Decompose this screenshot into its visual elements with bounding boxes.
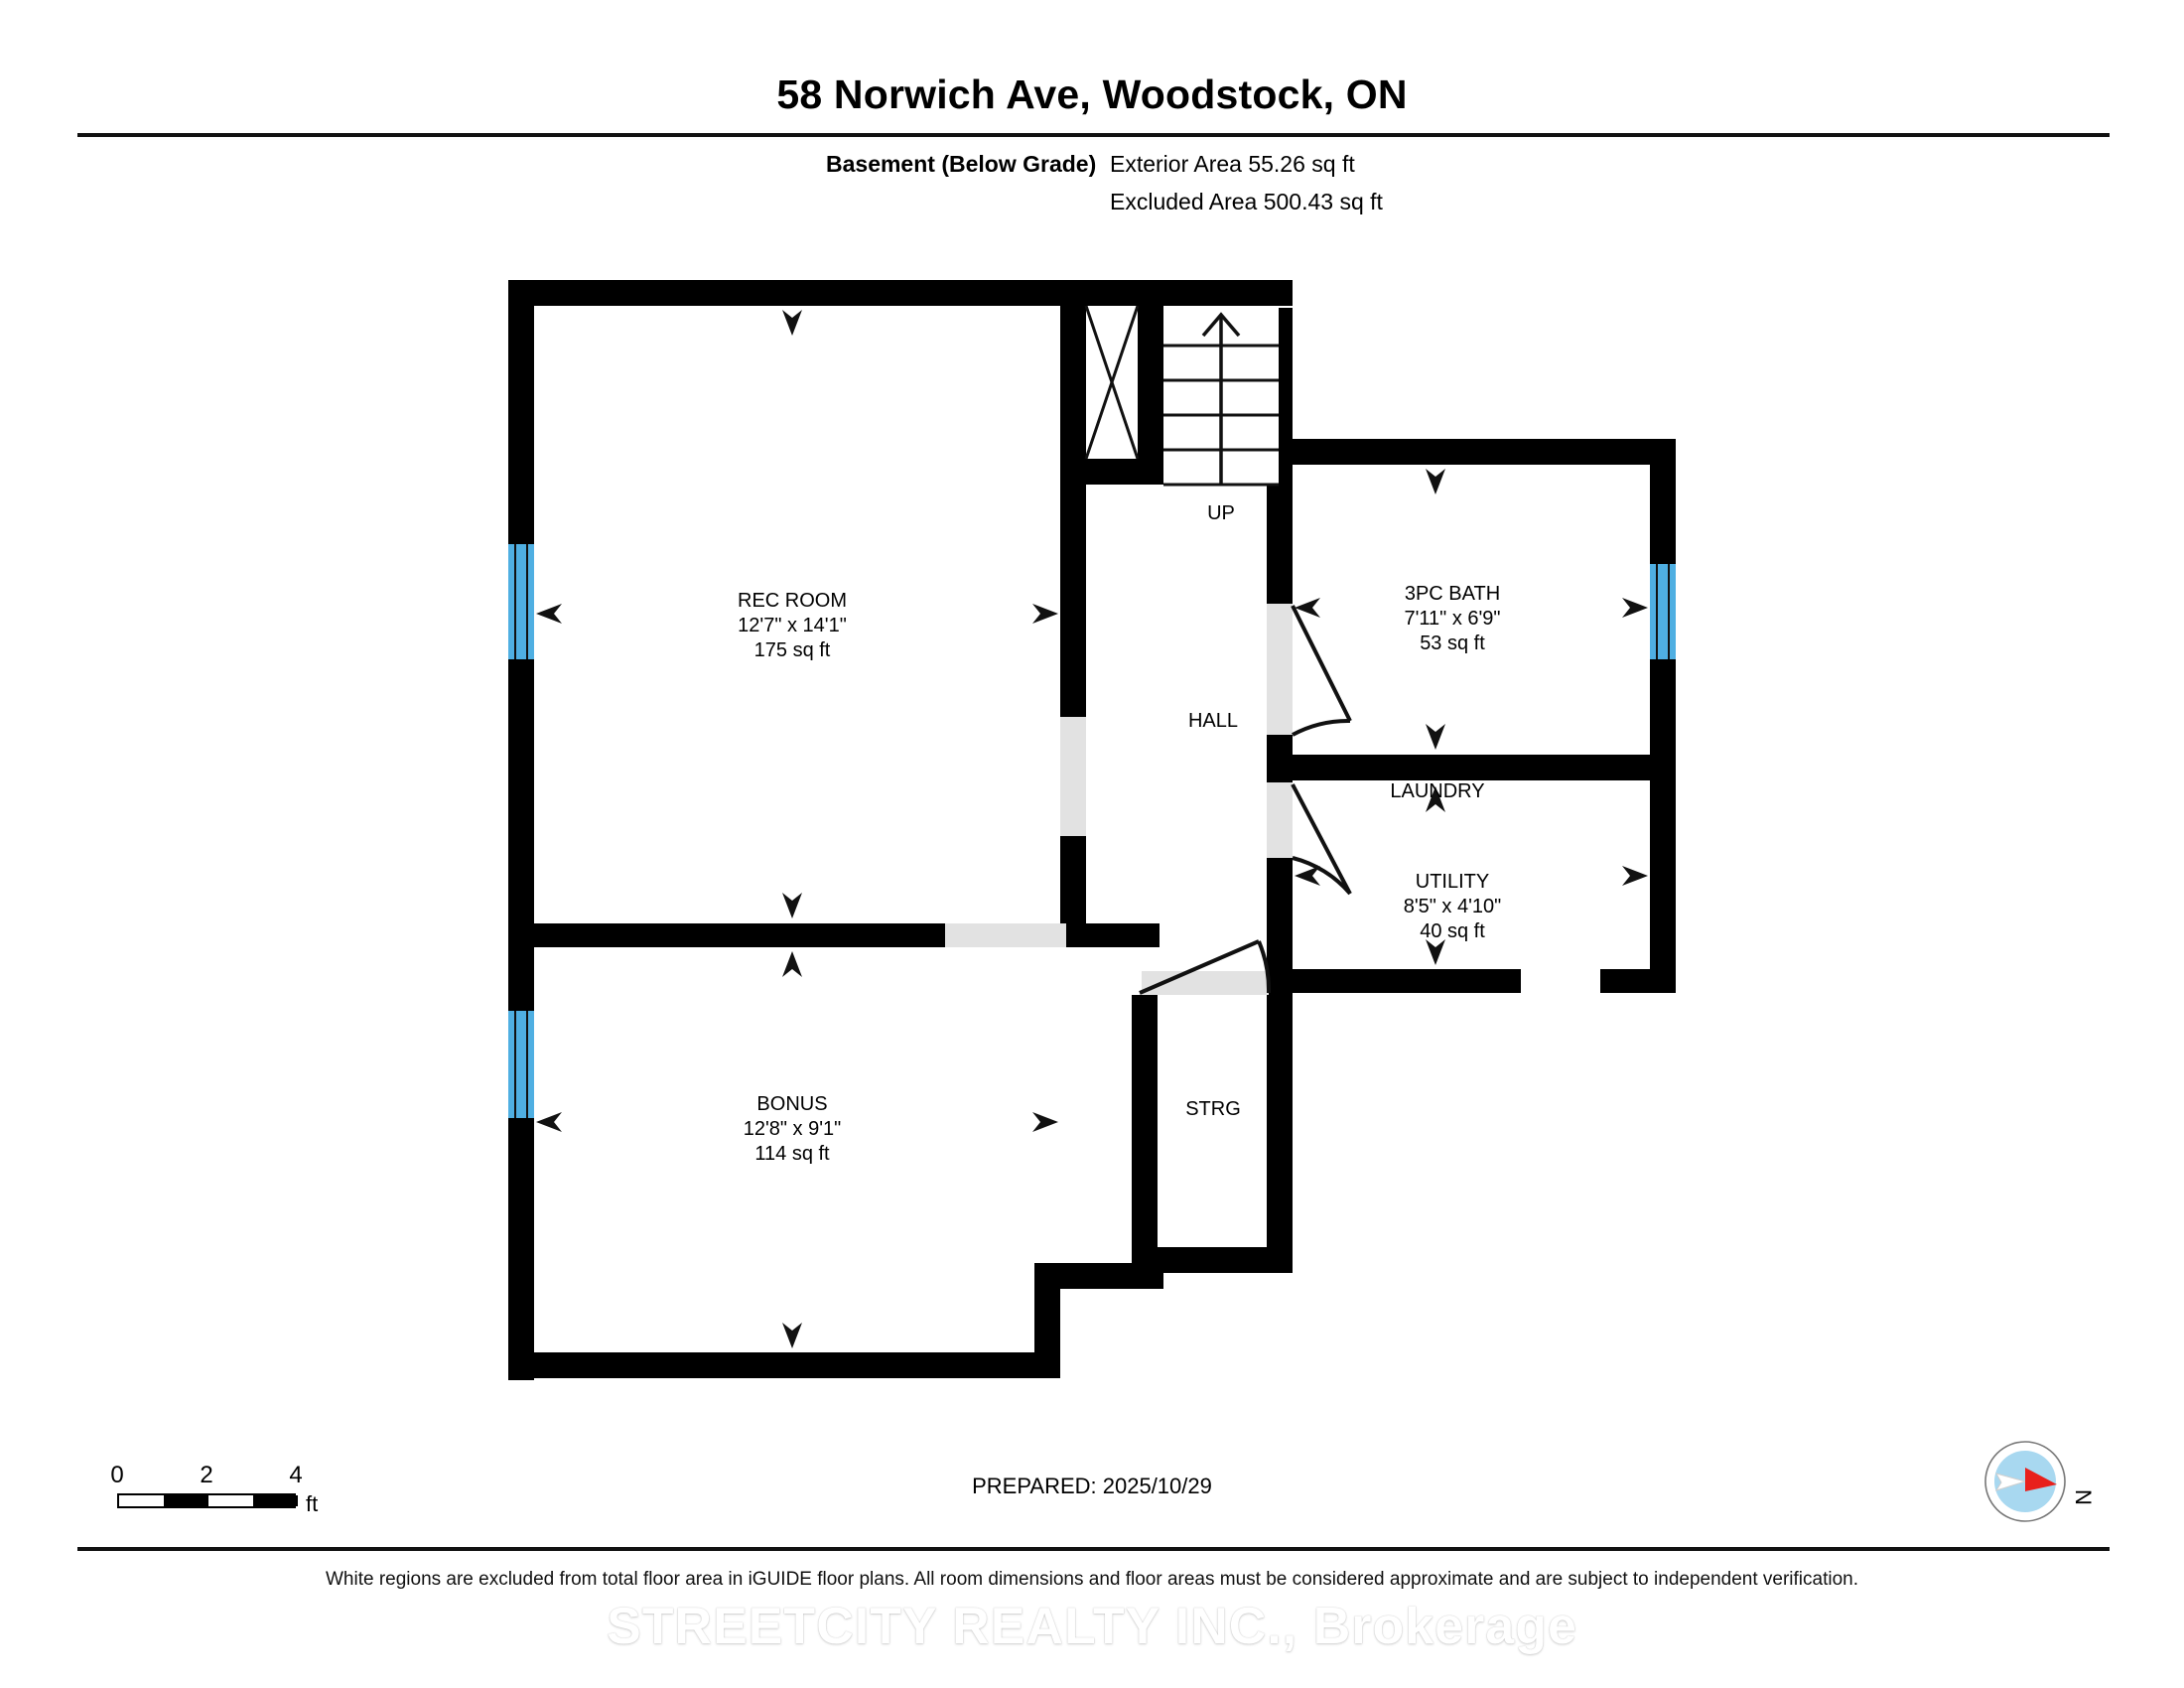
exterior-walls [508, 280, 1293, 1380]
door-openings [945, 604, 1293, 995]
room-floors [512, 288, 1628, 1370]
room-label-rec-room: REC ROOM 12'7" x 14'1" 175 sq ft [738, 589, 847, 663]
staircase [1163, 280, 1293, 487]
room-area: 114 sq ft [754, 1143, 830, 1165]
brokerage-watermark: STREETCITY REALTY INC., Brokerage [607, 1598, 1577, 1655]
scale-tick-0: 0 [110, 1462, 124, 1488]
prepared-date: PREPARED: 2025/10/29 [972, 1474, 1212, 1498]
closet [1060, 280, 1163, 485]
room-name: BONUS [756, 1093, 828, 1115]
title-divider [77, 133, 2110, 137]
room-name: STRG [1185, 1098, 1241, 1120]
room-dimensions: 8'5" x 4'10" [1403, 896, 1502, 917]
floor-level-label: Basement (Below Grade) [826, 151, 1097, 177]
dimension-arrows [536, 310, 1648, 1348]
room-label-hall: HALL [1188, 709, 1238, 734]
floor-summary: Basement (Below Grade) Exterior Area 55.… [826, 151, 1719, 226]
page-title: 58 Norwich Ave, Woodstock, ON [776, 71, 1408, 117]
disclaimer-text: White regions are excluded from total fl… [325, 1569, 1859, 1590]
scale-tick-2: 4 [289, 1462, 303, 1488]
scale-tick-labels: 0 2 4 [110, 1462, 375, 1489]
room-name: REC ROOM [738, 590, 847, 612]
room-area: 175 sq ft [753, 639, 831, 661]
windows [508, 544, 1676, 1118]
exterior-area-value: Exterior Area 55.26 sq ft [1110, 151, 1355, 177]
scale-bar-graphic [117, 1493, 298, 1508]
stairs-up-arrow [1201, 312, 1241, 485]
room-label-strg: STRG [1185, 1097, 1241, 1122]
room-name: 3PC BATH [1404, 583, 1501, 605]
door-swings [1139, 605, 1352, 995]
compass-icon [1984, 1441, 2066, 1522]
scale-tick-1: 2 [200, 1462, 213, 1488]
excluded-area-value: Excluded Area 500.43 sq ft [1110, 189, 1383, 214]
room-dimensions: 12'7" x 14'1" [738, 615, 847, 636]
room-area: 53 sq ft [1420, 633, 1485, 654]
room-name: UP [1207, 502, 1235, 524]
room-dimensions: 12'8" x 9'1" [743, 1118, 842, 1140]
room-label-laundry: LAUNDRY [1390, 779, 1484, 804]
room-label-utility: UTILITY 8'5" x 4'10" 40 sq ft [1404, 870, 1502, 944]
scale-unit-label: ft [306, 1491, 319, 1516]
room-label-bonus: BONUS 12'8" x 9'1" 114 sq ft [744, 1092, 842, 1167]
room-area: 40 sq ft [1420, 920, 1485, 942]
compass-north-label: N [2070, 1489, 2096, 1505]
footer-divider [77, 1547, 2110, 1551]
interior-walls [1267, 439, 1676, 995]
room-label-stairs-up: UP [1207, 501, 1235, 526]
room-name: UTILITY [1415, 871, 1490, 893]
scale-bar: 0 2 4 ft [110, 1462, 375, 1516]
room-label-3pc-bath: 3PC BATH 7'11" x 6'9" 53 sq ft [1404, 582, 1500, 656]
room-dimensions: 7'11" x 6'9" [1404, 608, 1501, 630]
room-name: HALL [1187, 710, 1239, 732]
room-name: LAUNDRY [1390, 780, 1485, 802]
